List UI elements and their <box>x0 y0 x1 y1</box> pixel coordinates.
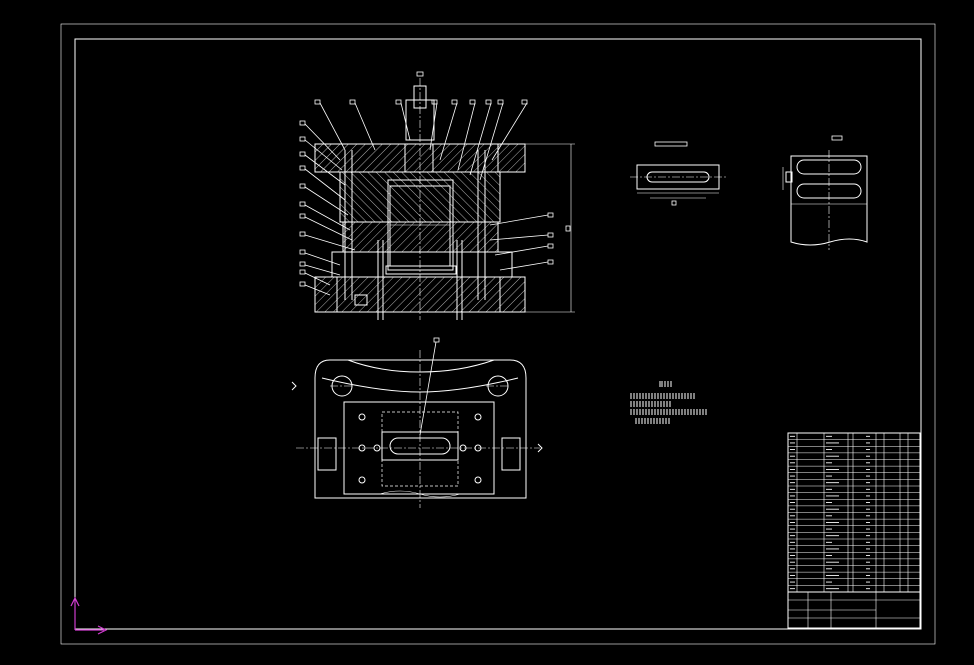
part-view-top[interactable] <box>630 141 726 206</box>
part-view-side[interactable] <box>782 135 868 250</box>
inner-drawing-frame <box>74 38 922 630</box>
ucs-axis-icon <box>70 596 108 635</box>
outer-sheet-border <box>60 23 936 645</box>
title-block[interactable] <box>787 432 921 629</box>
plan-view[interactable] <box>291 337 543 508</box>
technical-notes <box>630 381 707 424</box>
main-section-view[interactable] <box>299 71 575 320</box>
